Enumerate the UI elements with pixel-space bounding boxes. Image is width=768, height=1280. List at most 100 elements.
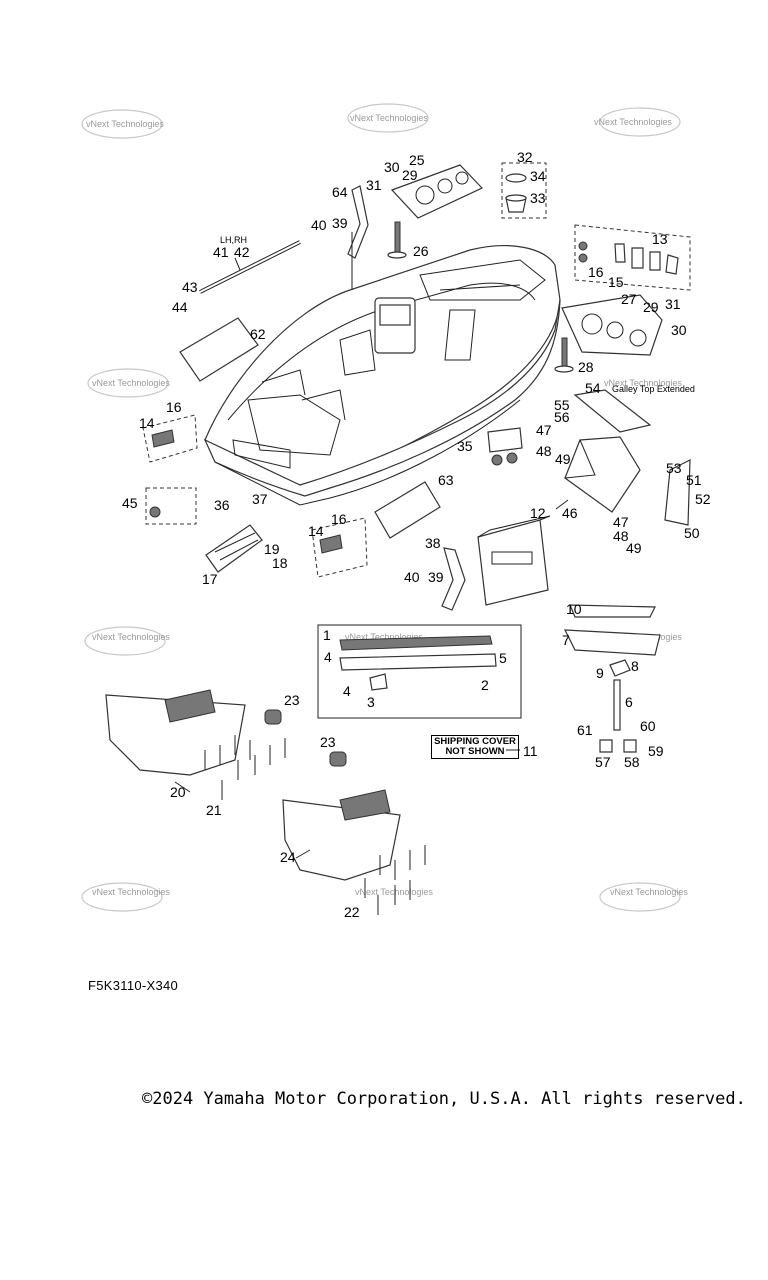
- part-62-cover-panel: [179, 317, 259, 382]
- callout-25: 25: [409, 152, 425, 168]
- callout-16a: 16: [588, 264, 604, 280]
- callout-60: 60: [640, 718, 656, 734]
- callout-labels: 25 30 29 31 32 3 4 33 64 40 39 26 LH,RH 4…: [122, 149, 711, 920]
- callout-29a: 29: [402, 167, 418, 183]
- svg-text:vNext Technologies: vNext Technologies: [345, 632, 423, 642]
- callout-49a: 49: [555, 451, 571, 467]
- callout-53: 53: [666, 460, 682, 476]
- callout-47a: 47: [536, 422, 552, 438]
- callout-5: 5: [499, 650, 507, 666]
- callout-3: 3: [367, 694, 375, 710]
- callout-61: 61: [577, 722, 593, 738]
- part-63-cover-panel: [374, 481, 441, 539]
- callout-30a: 30: [384, 159, 400, 175]
- svg-text:vNext Technologies: vNext Technologies: [92, 887, 170, 897]
- part-64-grab-handle: [347, 185, 369, 259]
- part-24-trim-tab: [282, 789, 401, 881]
- watermark-1: vNext Technologies: [81, 109, 164, 139]
- callout-4a: 4: [324, 649, 332, 665]
- callout-47b: 47: [613, 514, 629, 530]
- callout-32: 32: [517, 149, 533, 165]
- callout-37: 37: [252, 491, 268, 507]
- callout-35: 35: [457, 438, 473, 454]
- callout-31a: 31: [366, 177, 382, 193]
- part-14-16-latch-kit: [142, 414, 368, 578]
- callout-38: 38: [425, 535, 441, 551]
- part-21-22-bolts: [204, 735, 426, 915]
- callout-39a: 39: [332, 215, 348, 231]
- callout-52: 52: [695, 491, 711, 507]
- callout-42: 42: [234, 244, 250, 260]
- callout-49b: 49: [626, 540, 642, 556]
- watermark-2: vNext Technologies: [347, 103, 429, 133]
- callout-28: 28: [578, 359, 594, 375]
- watermark-7: vNext Technologies: [84, 626, 170, 656]
- callout-27: 27: [621, 291, 637, 307]
- callout-33: 33: [530, 190, 546, 206]
- part-38-grab-handle: [441, 547, 466, 611]
- callout-62: 62: [250, 326, 266, 342]
- callout-16b: 16: [166, 399, 182, 415]
- shipping-cover-line2: NOT SHOWN: [445, 746, 505, 757]
- callout-19: 19: [264, 541, 280, 557]
- callout-12: 12: [530, 505, 546, 521]
- callout-64: 64: [332, 184, 348, 200]
- copyright-notice: ©2024 Yamaha Motor Corporation, U.S.A. A…: [142, 1089, 746, 1109]
- callout-9: 9: [596, 665, 604, 681]
- callout-17: 17: [202, 571, 218, 587]
- part-23-bushings: [264, 709, 347, 767]
- watermark-11: vNext Technologies: [355, 887, 433, 897]
- watermark-3: vNext Technologies: [594, 107, 681, 137]
- callout-6: 6: [625, 694, 633, 710]
- callout-36: 36: [214, 497, 230, 513]
- svg-text:vNext Technologies: vNext Technologies: [92, 378, 170, 388]
- watermark-4: vNext Technologies: [87, 368, 170, 398]
- part-25-cupholder-tray: [390, 164, 484, 219]
- callout-41: 41: [213, 244, 229, 260]
- callout-48b: 48: [613, 528, 629, 544]
- galley-top-label: Galley Top Extended: [612, 384, 695, 394]
- callout-40b: 40: [404, 569, 420, 585]
- watermarks: vNext Technologies vNext Technologies vN…: [81, 103, 688, 912]
- part-27-cupholder-tray: [561, 294, 663, 356]
- callout-54: 54: [585, 380, 601, 396]
- part-1-5-trim-strip: [317, 624, 522, 719]
- boat-hull-illustration: [203, 245, 561, 506]
- callout-15: 15: [608, 274, 624, 290]
- part-28-pedestal: [554, 337, 574, 373]
- part-41-42-rail: [199, 240, 301, 294]
- callout-8: 8: [631, 658, 639, 674]
- callout-21: 21: [206, 802, 222, 818]
- callout-24: 24: [280, 849, 296, 865]
- svg-text:vNext Technologies: vNext Technologies: [355, 887, 433, 897]
- callout-22: 22: [344, 904, 360, 920]
- part-46-galley-box: [564, 436, 641, 513]
- callout-14a: 14: [139, 415, 155, 431]
- shipping-cover-line1: SHIPPING COVER: [434, 736, 516, 747]
- part-26-pedestal: [387, 221, 407, 259]
- part-20-trim-tab: [105, 689, 246, 776]
- part-54-galley-top: [573, 389, 652, 433]
- lh-rh-label: LH,RH: [220, 235, 247, 245]
- part-35-bracket: [487, 427, 523, 466]
- callout-30b: 30: [671, 322, 687, 338]
- callout-39b: 39: [428, 569, 444, 585]
- callout-59: 59: [648, 743, 664, 759]
- svg-text:vNext Technologies: vNext Technologies: [92, 632, 170, 642]
- svg-text:vNext Technologies: vNext Technologies: [350, 113, 428, 123]
- callout-26: 26: [413, 243, 429, 259]
- callout-46: 46: [562, 505, 578, 521]
- diagram-code: F5K3110-X340: [88, 978, 179, 993]
- callout-51: 51: [686, 472, 702, 488]
- leader-lines: [174, 232, 569, 859]
- watermark-6: vNext Technologies: [604, 378, 682, 388]
- callout-23b: 23: [320, 734, 336, 750]
- callout-31b: 31: [665, 296, 681, 312]
- callout-14b: 14: [308, 523, 324, 539]
- part-32-33-34-cupholder-box: [501, 162, 547, 219]
- part-50-53-frame: [664, 459, 691, 526]
- callout-50: 50: [684, 525, 700, 541]
- part-12-cooler: [477, 515, 551, 606]
- callout-58: 58: [624, 754, 640, 770]
